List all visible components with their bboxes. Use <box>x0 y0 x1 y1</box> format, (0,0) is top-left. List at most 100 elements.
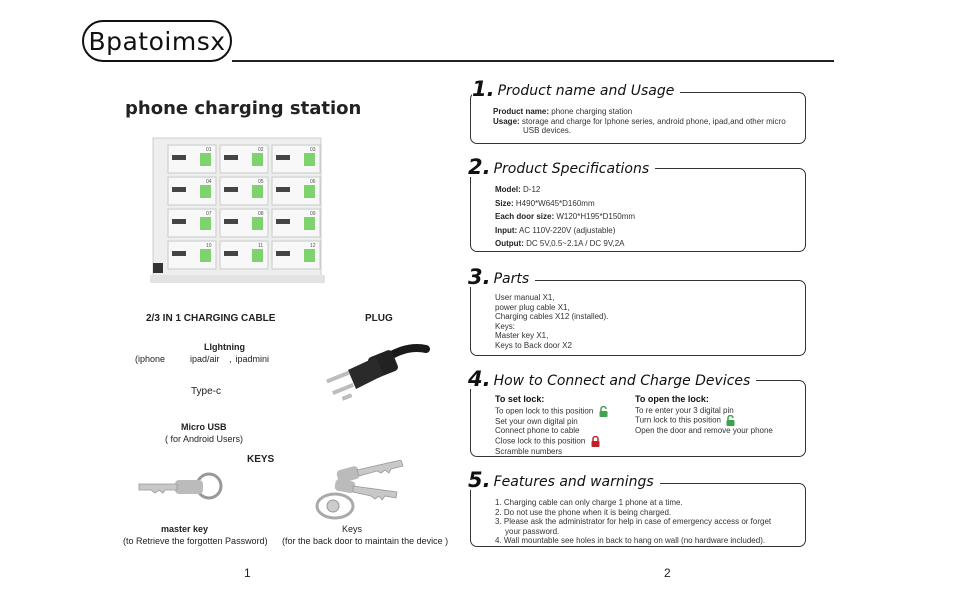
unlocked-green-icon <box>599 405 608 417</box>
door-window <box>200 249 211 262</box>
parts-line: User manual X1, <box>495 293 555 302</box>
android-users-label: ( for Android Users) <box>165 434 244 444</box>
open-line-2: Turn lock to this position <box>635 415 773 426</box>
keypad-icon <box>172 155 186 160</box>
warning-line: 4. Wall mountable see holes in back to h… <box>495 536 766 545</box>
open-line-3: Open the door and remove your phone <box>635 426 773 435</box>
section-5-heading: 5.Features and warnings <box>468 470 660 491</box>
section-4-box: To set lock: To open lock to this positi… <box>470 380 806 457</box>
keypad-icon <box>172 251 186 256</box>
door-window <box>200 185 211 198</box>
keypad-icon <box>224 187 238 192</box>
set-line-2: Set your own digital pin <box>495 416 578 426</box>
parts-line: Keys: <box>495 321 516 331</box>
door-window <box>200 217 211 230</box>
door-number: 05 <box>258 179 264 185</box>
set-line-3: Connect phone to cable <box>495 426 580 435</box>
ipadmini-text: ipadmini <box>235 354 270 364</box>
keys-label: Keys <box>342 524 363 534</box>
keypad-icon <box>224 251 238 256</box>
section-4-heading: 4.How to Connect and Charge Devices <box>468 369 757 390</box>
door-window <box>304 249 315 262</box>
warning-line: 3. Please ask the administrator for help… <box>495 517 772 526</box>
parts-line: Keys to Back door X2 <box>495 340 572 350</box>
set-lock-column: To set lock: To open lock to this positi… <box>495 394 608 456</box>
page-number-left: 1 <box>244 566 251 580</box>
door-window <box>304 185 315 198</box>
page-number-right: 2 <box>664 566 671 580</box>
keypad-icon <box>224 155 238 160</box>
master-key-image <box>138 472 223 500</box>
locked-red-icon <box>591 435 599 447</box>
keys-heading: KEYS <box>247 454 275 465</box>
set-line-4: Close lock to this position <box>495 435 608 447</box>
keys-ring-image <box>315 460 404 520</box>
iphone-label: (iphone <box>135 354 166 364</box>
ipad-air-label: ipad/air <box>190 354 220 364</box>
plug-heading: PLUG <box>365 313 393 324</box>
door-window <box>252 185 263 198</box>
keypad-icon <box>276 187 290 192</box>
keypad-icon <box>172 219 186 224</box>
parts-line: Master key X1, <box>495 331 549 340</box>
open-line-1: To re enter your 3 digital pin <box>635 405 734 415</box>
keypad-icon <box>276 219 290 224</box>
door-window <box>252 153 263 166</box>
door-number: 01 <box>206 147 212 153</box>
section-1-box: Product name: phone charging station Usa… <box>470 92 806 144</box>
door-number: 08 <box>258 211 264 217</box>
keypad-icon <box>172 187 186 192</box>
keypad-icon <box>224 219 238 224</box>
header-rule <box>232 60 834 62</box>
usage-line: Usage: storage and charge for Iphone ser… <box>493 116 786 126</box>
section-3-box: User manual X1,power plug cable X1,Charg… <box>470 280 806 356</box>
door-window <box>252 249 263 262</box>
door-number: 11 <box>258 243 263 249</box>
door-number: 09 <box>310 211 316 217</box>
spec-row: Model: D-12 <box>495 185 541 194</box>
master-key-note: (to Retrieve the forgotten Password) <box>123 536 268 546</box>
set-line-1: To open lock to this position <box>495 405 608 417</box>
section-3-heading: 3.Parts <box>468 267 536 288</box>
plug-image <box>326 344 430 401</box>
set-lock-heading: To set lock: <box>495 394 545 404</box>
usage-line-2: USB devices. <box>523 126 572 135</box>
door-grid: 01 02 03 04 05 06 07 08 09 10 11 12 <box>167 144 321 270</box>
open-lock-column: To open the lock: To re enter your 3 dig… <box>635 394 773 436</box>
parts-line: Charging cables X12 (installed). <box>495 312 609 321</box>
micro-usb-label: Micro USB <box>181 422 227 432</box>
master-key-label: master key <box>161 524 209 534</box>
door-number: 07 <box>206 211 212 217</box>
door-number: 02 <box>258 147 264 153</box>
section-5-box: 1. Charging cable can only charge 1 phon… <box>470 483 806 547</box>
door-number: 03 <box>310 147 316 153</box>
keypad-icon <box>276 251 290 256</box>
charging-station-image: 01 02 03 04 05 06 07 08 09 10 11 12 <box>150 137 325 283</box>
door-number: 04 <box>206 179 212 185</box>
door-number: 06 <box>310 179 316 185</box>
warning-line: 1. Charging cable can only charge 1 phon… <box>495 498 683 507</box>
warning-line: your password. <box>505 526 560 536</box>
spec-row: Input: AC 110V-220V (adjustable) <box>495 225 616 235</box>
brand-logo: Bpatoimsx <box>82 20 232 62</box>
keypad-icon <box>276 155 290 160</box>
door-window <box>252 217 263 230</box>
door-window <box>200 153 211 166</box>
set-line-5: Scramble numbers <box>495 446 563 456</box>
spec-row: Size: H490*W645*D160mm <box>495 198 595 208</box>
product-title: phone charging station <box>125 98 362 119</box>
section-2-heading: 2.Product Specifications <box>468 157 656 178</box>
door-number: 12 <box>310 243 316 249</box>
product-name-line: Product name: phone charging station <box>493 107 633 116</box>
cable-heading: 2/3 IN 1 CHARGING CABLE <box>146 313 276 324</box>
warning-line: 2. Do not use the phone when it is being… <box>495 507 672 517</box>
unlocked-green-icon <box>726 415 735 426</box>
spec-row: Each door size: W120*H195*D150mm <box>495 212 636 221</box>
section-1-heading: 1.Product name and Usage <box>472 79 681 100</box>
door-number: 10 <box>206 243 212 249</box>
keys-note: (for the back door to maintain the devic… <box>282 536 449 546</box>
ipadmini-label: ,ipadmini <box>229 354 269 364</box>
open-lock-heading: To open the lock: <box>635 394 709 404</box>
type-c-label: Type-c <box>191 386 222 397</box>
